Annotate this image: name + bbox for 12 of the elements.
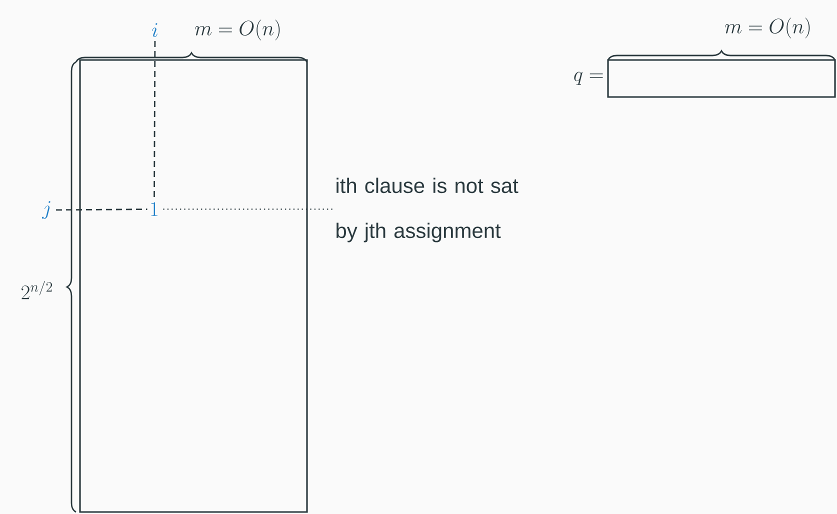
vector-box <box>607 59 836 98</box>
index-line <box>56 208 148 211</box>
leader-line <box>163 208 333 210</box>
matrix-box <box>79 59 308 513</box>
brace-label: $2^{n/2}$ <box>22 280 52 300</box>
matrix-entry: $1$ <box>151 202 158 216</box>
formula-label: $q =$ <box>574 72 603 85</box>
index-label: $i$ <box>152 23 158 37</box>
annotation-text: ith clause is not sat by jth assignment <box>336 178 518 242</box>
index-label: $j$ <box>42 201 50 220</box>
brace-label: $m = O(n)$ <box>725 18 810 38</box>
brace-label: $m = O(n)$ <box>195 20 280 40</box>
